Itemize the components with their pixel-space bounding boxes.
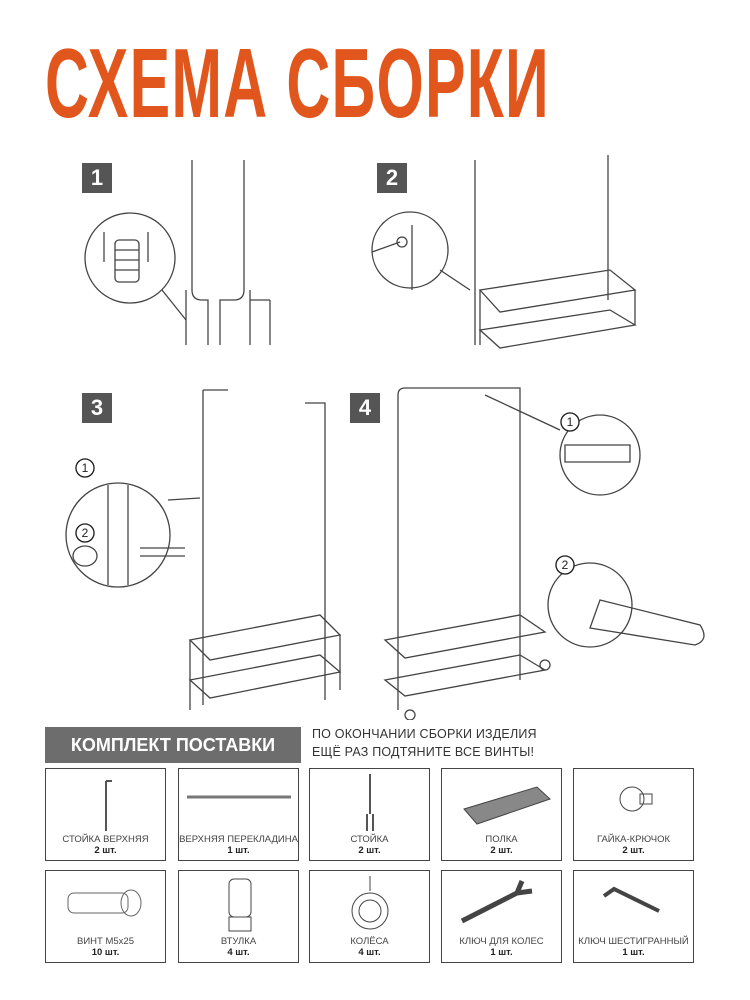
part-name: СТОЙКА ВЕРХНЯЯ: [62, 834, 149, 845]
part-quantity: 4 шт.: [358, 947, 381, 958]
part-illustration: [228, 878, 252, 932]
step-2-badge: 2: [377, 163, 407, 193]
assembly-diagrams: 1 2 1 2: [65, 155, 705, 720]
part-illustration: [351, 876, 389, 930]
part-quantity: 2 шт.: [358, 845, 381, 856]
part-name: СТОЙКА: [350, 834, 389, 845]
part-quantity: 1 шт.: [490, 947, 513, 958]
step-3-diagram: [65, 389, 342, 710]
part-illustration: [619, 786, 653, 812]
step-4-diagram: [383, 387, 705, 720]
part-illustration: [460, 880, 533, 924]
kit-note-line-1: ПО ОКОНЧАНИИ СБОРКИ ИЗДЕЛИЯ: [312, 727, 537, 741]
part-name: ВЕРХНЯЯ ПЕРЕКЛАДИНА: [179, 834, 298, 845]
step-4-badge: 4: [350, 393, 380, 423]
part-name: КЛЮЧ ШЕСТИГРАННЫЙ: [578, 936, 689, 947]
part-name: ГАЙКА-КРЮЧОК: [596, 834, 671, 845]
step-3-badge: 3: [82, 393, 112, 423]
part-name: КОЛЁСА: [350, 936, 389, 947]
part-quantity: 2 шт.: [622, 845, 645, 856]
part-illustration: [463, 786, 551, 825]
kit-heading: КОМПЛЕКТ ПОСТАВКИ: [45, 727, 301, 763]
step-1-diagram: [84, 160, 271, 345]
part-quantity: 1 шт.: [622, 947, 645, 958]
step-2-diagram: [371, 155, 637, 349]
part-quantity: 2 шт.: [94, 845, 117, 856]
callout-1: 1: [567, 415, 574, 429]
callout-2: 2: [82, 526, 89, 540]
part-illustration: [67, 889, 142, 917]
part-name: ПОЛКА: [485, 834, 518, 845]
part-illustration: [105, 780, 112, 831]
part-quantity: 1 шт.: [227, 845, 250, 856]
part-quantity: 2 шт.: [490, 845, 513, 856]
part-name: ВИНТ М5x25: [77, 936, 134, 947]
part-quantity: 4 шт.: [227, 947, 250, 958]
part-illustration: [187, 795, 291, 799]
part-illustration: [602, 886, 660, 913]
step-1-badge: 1: [82, 163, 112, 193]
part-illustration: [366, 774, 374, 831]
part-name: КЛЮЧ ДЛЯ КОЛЕС: [459, 936, 544, 947]
kit-note-line-2: ЕЩЁ РАЗ ПОДТЯНИТЕ ВСЕ ВИНТЫ!: [312, 745, 535, 759]
page-title: СХЕМА СБОРКИ: [45, 28, 550, 138]
callout-1: 1: [82, 461, 89, 475]
part-quantity: 10 шт.: [91, 947, 120, 958]
callout-2: 2: [562, 558, 569, 572]
part-name: ВТУЛКА: [220, 936, 257, 947]
callout-markers: [75, 412, 580, 575]
